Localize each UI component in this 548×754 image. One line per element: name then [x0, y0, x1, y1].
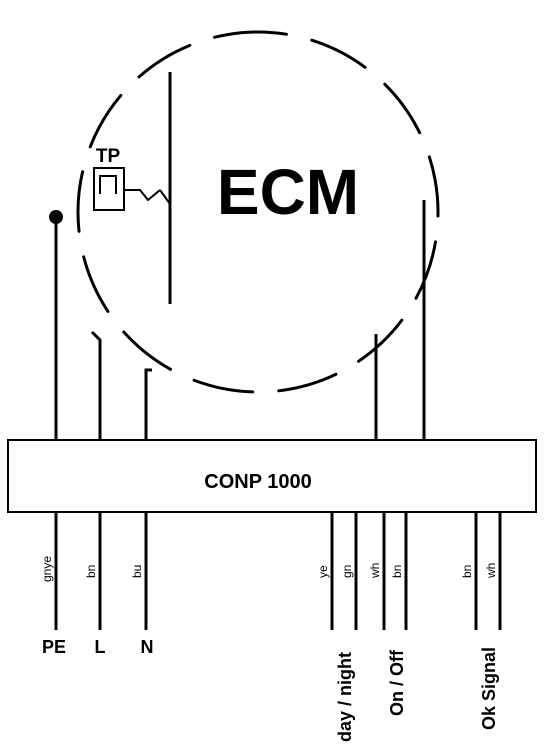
thermal-protector-symbol [93, 167, 161, 211]
controller-label: CONP 1000 [204, 471, 311, 493]
signal-group-ok-signal: Ok Signal [479, 647, 499, 730]
terminal-wires [54, 512, 502, 630]
n-wire-upper [144, 368, 152, 440]
wire-color-label: wh [484, 563, 498, 579]
l-wire-upper [90, 330, 102, 440]
motor-label: ECM [217, 156, 359, 228]
wire-color-label: wh [368, 563, 382, 579]
signal-label-l: L [95, 637, 106, 657]
wire-color-label: bn [84, 565, 98, 578]
wire-color-label: gnye [40, 556, 54, 582]
signal-group-on-off: On / Off [387, 649, 407, 716]
wire-color-label: bn [390, 565, 404, 578]
wire-color-labels: gnye bn bu ye gn wh bn bn wh [40, 556, 498, 582]
thermal-protector-label: TP [96, 146, 121, 167]
wire-color-label: gn [340, 565, 354, 578]
controller-box [7, 439, 537, 513]
motor-outline [76, 30, 440, 394]
wire-color-label: bn [460, 565, 474, 578]
wire-color-label: bu [130, 565, 144, 578]
signal-group-day-night: day / night [335, 652, 355, 742]
signal-label-n: N [141, 637, 154, 657]
internal-switch-arm [159, 189, 171, 205]
wire-color-label: ye [316, 565, 330, 578]
signal-label-pe: PE [42, 637, 66, 657]
